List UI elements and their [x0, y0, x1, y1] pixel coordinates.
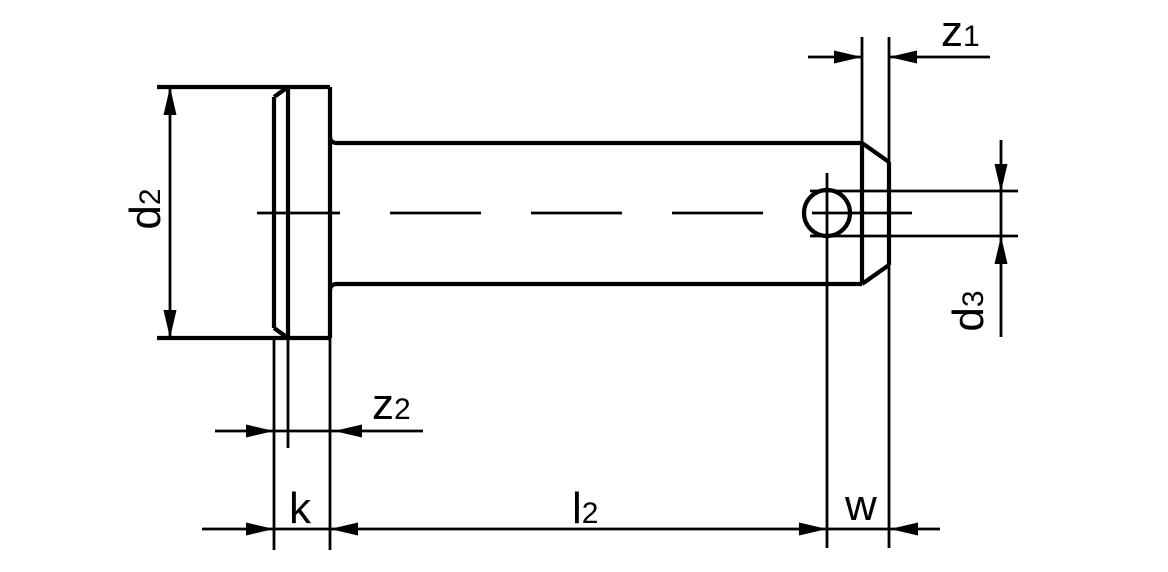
z2-dimension-label: z2	[372, 383, 411, 427]
d2-arrow-down	[163, 310, 177, 338]
shaft-top-edge	[327, 135, 862, 146]
w-arrow-right	[890, 522, 918, 536]
head-chamfer-top	[272, 85, 290, 99]
k-arrow-right	[330, 522, 358, 536]
tip-chamfer-top	[860, 141, 891, 164]
d3-dimension-label: d3	[944, 290, 993, 332]
dimension-arrowheads	[163, 50, 1008, 536]
z2-label-subscript: 2	[394, 393, 411, 426]
l2-label-subscript: 2	[581, 497, 599, 530]
z1-label-main: z	[941, 7, 963, 56]
tip-chamfer-bottom	[860, 263, 891, 286]
extension-lines	[272, 37, 1018, 550]
z1-arrow-left	[834, 50, 862, 64]
z1-arrow-right	[889, 50, 917, 64]
dimension-lines	[168, 55, 1003, 531]
head-chamfer-bottom	[272, 326, 290, 340]
d2-dimension-label: d2	[121, 188, 170, 230]
d2-arrow-up	[163, 87, 177, 115]
d3-arrow-down	[994, 164, 1008, 192]
w-label-main: w	[845, 481, 877, 530]
l2-label-main: l	[572, 484, 582, 533]
z1-label-subscript: 1	[963, 20, 980, 53]
k-dimension-label: k	[289, 487, 311, 531]
z2-arrow-right	[334, 424, 362, 438]
k-label-main: k	[289, 484, 311, 533]
d2-label-main: d	[121, 205, 170, 230]
shaft-bottom-edge	[327, 281, 862, 292]
w-dimension-label: w	[845, 484, 877, 528]
l2-dimension-label: l2	[572, 487, 598, 531]
z1-dimension-label: z1	[941, 10, 980, 54]
z2-label-main: z	[372, 380, 394, 429]
z2-arrow-left	[246, 424, 274, 438]
d2-label-subscript: 2	[134, 188, 167, 206]
d3-label-subscript: 3	[957, 290, 990, 308]
l2-arrow-right	[799, 522, 827, 536]
d3-label-main: d	[944, 307, 993, 332]
k-arrow-left	[246, 522, 274, 536]
d3-arrow-up	[994, 236, 1008, 264]
